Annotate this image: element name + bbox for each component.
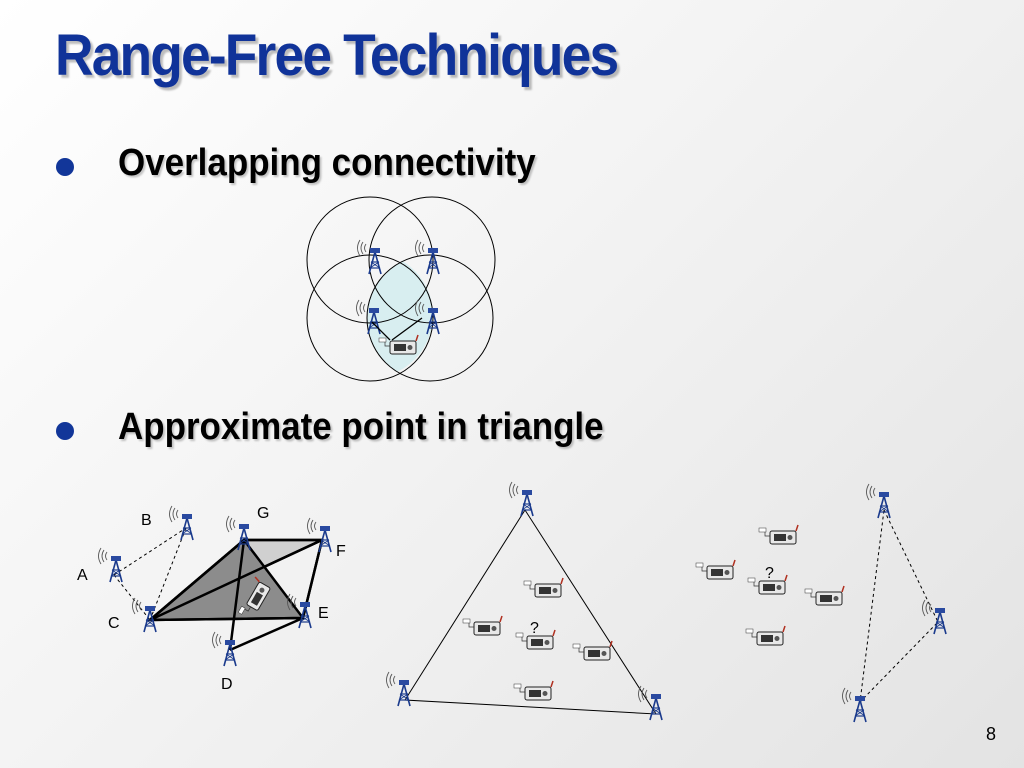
slide-title: Range-Free Techniques bbox=[55, 23, 619, 88]
range-circle bbox=[368, 196, 496, 324]
mobile-device-icon bbox=[572, 640, 613, 661]
radio-tower-icon bbox=[508, 481, 534, 517]
mobile-device-icon bbox=[513, 680, 554, 701]
range-circle bbox=[306, 196, 434, 324]
label-D: D bbox=[221, 676, 233, 693]
label-C: C bbox=[108, 615, 120, 632]
label-A: A bbox=[77, 567, 88, 584]
range-circle bbox=[306, 254, 434, 382]
unknown-marker: ? bbox=[765, 565, 774, 582]
radio-tower-icon bbox=[637, 685, 663, 721]
triangle-diagram-right: ? bbox=[695, 483, 947, 723]
radio-tower-icon bbox=[131, 597, 157, 633]
mobile-device-icon bbox=[804, 585, 845, 606]
mobile-device-icon bbox=[695, 559, 736, 580]
range-circle bbox=[366, 254, 494, 382]
label-F: F bbox=[336, 543, 346, 560]
radio-tower-icon bbox=[97, 547, 123, 583]
mobile-device-icon bbox=[523, 577, 564, 598]
radio-tower-icon bbox=[865, 483, 891, 519]
radio-tower-icon bbox=[168, 505, 194, 541]
triangle-diagram-middle: ? bbox=[385, 481, 663, 721]
mobile-device-icon bbox=[462, 615, 503, 636]
label-E: E bbox=[318, 605, 329, 622]
bullet-overlapping-connectivity: Overlapping connectivity bbox=[118, 142, 536, 184]
overlap-region bbox=[367, 255, 433, 378]
bullet-dot bbox=[56, 158, 74, 176]
mobile-device-icon bbox=[745, 625, 786, 646]
radio-tower-icon bbox=[921, 599, 947, 635]
radio-tower-icon bbox=[385, 671, 411, 707]
triangle-diagram-labelled: A B C D E F G bbox=[77, 505, 346, 693]
bullet-dot bbox=[56, 422, 74, 440]
page-number: 8 bbox=[985, 724, 996, 744]
unknown-marker: ? bbox=[530, 620, 539, 637]
label-B: B bbox=[141, 512, 152, 529]
bullet-approximate-point-in-triangle: Approximate point in triangle bbox=[118, 406, 604, 448]
radio-tower-icon bbox=[841, 687, 867, 723]
radio-tower-icon bbox=[414, 239, 440, 275]
mobile-device-icon bbox=[758, 524, 799, 545]
label-G: G bbox=[257, 505, 269, 522]
